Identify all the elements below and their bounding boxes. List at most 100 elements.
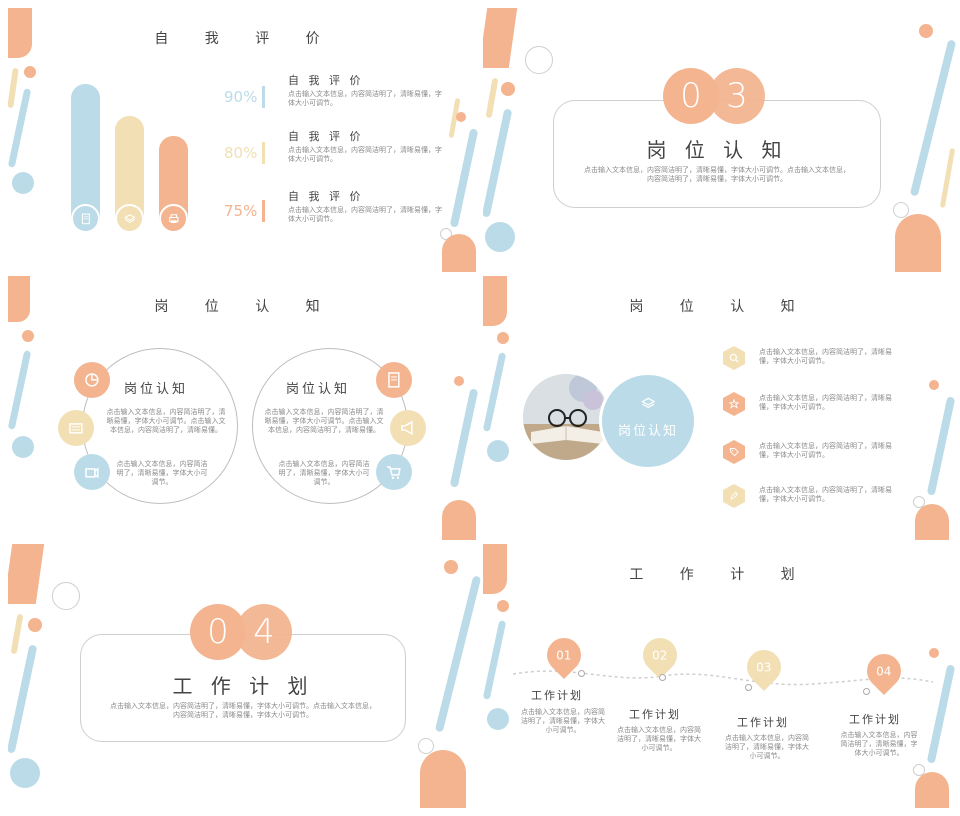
deco-ring-right	[893, 202, 909, 218]
row-text: 点击输入文本信息，内容简洁明了，清晰易懂，字体大小可调节。	[288, 146, 442, 163]
layers-icon	[115, 204, 144, 233]
slide-title: 工 作 计 划	[629, 567, 811, 583]
deco-blue-bar	[483, 108, 513, 218]
deco-cream-bar-right	[939, 148, 956, 208]
star-icon	[723, 392, 745, 416]
deco-blue-dot	[12, 436, 34, 458]
step-3-node	[745, 684, 752, 691]
percent-label: 90%	[224, 88, 258, 106]
step-3-text: 点击输入文本信息，内容简洁明了，清晰易懂，字体大小可调节。	[725, 734, 809, 760]
pencil-icon	[723, 484, 745, 508]
row-text: 点击输入文本信息，内容简洁明了，清晰易懂，字体大小可调节。	[288, 90, 442, 107]
slide-work-plan-timeline[interactable]: 工 作 计 划 01 工作计划 点击输入文本信息，内容简洁明了，清晰易懂，字体大…	[483, 544, 957, 808]
deco-blue-dot	[485, 222, 515, 252]
left-text-2: 点击输入文本信息，内容简洁明了，清晰易懂，字体大小可调节。	[116, 460, 208, 486]
deco-peach-dot-right	[444, 560, 458, 574]
section-text: 点击输入文本信息，内容简洁明了，清晰易懂，字体大小可调节。点击输入文本信息，内容…	[584, 166, 850, 183]
deco-peach-dot-right	[919, 24, 933, 38]
circle-label: 岗位认知	[617, 424, 678, 439]
deco-cream-bar	[8, 67, 19, 109]
list-item-text: 点击输入文本信息，内容简洁明了，清晰易懂，字体大小可调节。	[759, 486, 892, 503]
deco-peach-arch	[915, 772, 949, 808]
step-2-heading: 工作计划	[629, 708, 681, 721]
deco-blue-bar-right	[434, 575, 482, 733]
deco-blue-dot	[487, 440, 509, 462]
deco-peach-arch	[442, 500, 476, 540]
right-text-1: 点击输入文本信息，内容简洁明了，清晰易懂，字体大小可调节。点击输入文本信息，内容…	[264, 408, 384, 434]
step-1-heading: 工作计划	[531, 689, 583, 702]
deco-peach-shape	[483, 276, 507, 326]
step-3-number: 03	[756, 660, 772, 674]
deco-peach-dot	[28, 618, 42, 632]
section-heading: 工 作 计 划	[172, 674, 314, 698]
deco-ring-right	[418, 738, 434, 754]
list-item-text: 点击输入文本信息，内容简洁明了，清晰易懂，字体大小可调节。	[759, 348, 892, 365]
eval-row-1: 90% 自 我 评 价 点击输入文本信息，内容简洁明了，清晰易懂，字体大小可调节…	[218, 70, 468, 116]
right-heading: 岗位认知	[286, 382, 351, 397]
step-2-text: 点击输入文本信息，内容简洁明了，清晰易懂，字体大小可调节。	[617, 726, 701, 752]
deco-peach-arch	[915, 504, 949, 540]
section-digit-2: 3	[709, 68, 765, 124]
step-4-number: 04	[876, 664, 892, 678]
layers-icon	[633, 388, 663, 418]
deco-cream-bar	[10, 613, 24, 655]
deco-peach-dot-right	[929, 380, 939, 390]
deco-peach-arch	[442, 234, 476, 272]
deco-peach-shape	[483, 544, 507, 594]
document-icon	[376, 362, 412, 398]
percent-divider	[262, 200, 265, 222]
deco-peach-dot	[497, 600, 509, 612]
step-2-number: 02	[652, 648, 668, 662]
deco-blue-bar-right	[449, 388, 479, 488]
search-icon	[723, 346, 745, 370]
list-item: 点击输入文本信息，内容简洁明了，清晰易懂，字体大小可调节。	[723, 482, 923, 512]
deco-peach-dot	[497, 332, 509, 344]
slide-title: 岗 位 认 知	[629, 299, 811, 315]
list-item: 点击输入文本信息，内容简洁明了，清晰易懂，字体大小可调节。	[723, 438, 923, 468]
photo-glasses-book	[523, 374, 609, 460]
step-3-heading: 工作计划	[737, 716, 789, 729]
deco-ring-right	[913, 764, 925, 776]
document-icon	[71, 204, 100, 233]
section-text: 点击输入文本信息，内容简洁明了，清晰易懂，字体大小可调节。点击输入文本信息，内容…	[110, 702, 376, 719]
left-text-1: 点击输入文本信息，内容简洁明了，清晰易懂，字体大小可调节。点击输入文本信息，内容…	[106, 408, 226, 434]
step-4-text: 点击输入文本信息，内容简洁明了，清晰易懂，字体大小可调节。	[840, 731, 918, 757]
slide-section-03[interactable]: 0 3 岗 位 认 知 点击输入文本信息，内容简洁明了，清晰易懂，字体大小可调节…	[483, 8, 957, 272]
deco-ring	[525, 46, 553, 74]
camera-icon	[74, 454, 110, 490]
money-icon	[58, 410, 94, 446]
deco-blue-bar	[483, 352, 507, 432]
step-1-node	[578, 670, 585, 677]
slide-job-awareness-circles[interactable]: 岗 位 认 知 岗位认知 点击输入文本信息，内容简洁明了，清晰易懂，字体大小可调…	[8, 276, 482, 540]
percent-label: 80%	[224, 144, 258, 162]
deco-ring	[52, 582, 80, 610]
cart-icon	[376, 454, 412, 490]
percent-divider	[262, 142, 265, 164]
deco-peach-arch	[420, 750, 466, 808]
deco-blue-dot	[10, 758, 40, 788]
pie-chart-icon	[74, 362, 110, 398]
deco-peach-dot-right	[929, 648, 939, 658]
deco-peach-dot-right	[454, 376, 464, 386]
step-4-node	[863, 688, 870, 695]
row-heading: 自 我 评 价	[288, 130, 364, 143]
tag-icon	[723, 440, 745, 464]
deco-peach-shape	[8, 276, 30, 322]
row-heading: 自 我 评 价	[288, 190, 364, 203]
megaphone-icon	[390, 410, 426, 446]
right-text-2: 点击输入文本信息，内容简洁明了，清晰易懂，字体大小可调节。	[278, 460, 370, 486]
deco-peach-shape	[8, 544, 45, 604]
slide-self-evaluation[interactable]: 自 我 评 价 90% 自 我 评 价 点击输入文本信息，内容简洁明了，清晰易懂…	[8, 8, 482, 272]
slide-title: 自 我 评 价	[154, 31, 336, 47]
deco-blue-bar	[483, 620, 507, 700]
deco-peach-dot	[24, 66, 36, 78]
row-text: 点击输入文本信息，内容简洁明了，清晰易懂，字体大小可调节。	[288, 206, 442, 223]
deco-peach-shape	[8, 8, 32, 58]
percent-divider	[262, 86, 265, 108]
slide-section-04[interactable]: 0 4 工 作 计 划 点击输入文本信息，内容简洁明了，清晰易懂，字体大小可调节…	[8, 544, 482, 808]
deco-blue-dot	[487, 708, 509, 730]
deco-peach-dot	[501, 82, 515, 96]
list-item-text: 点击输入文本信息，内容简洁明了，清晰易懂，字体大小可调节。	[759, 442, 892, 459]
slide-job-awareness-list[interactable]: 岗 位 认 知 岗位认知 点击输入文本信息，内	[483, 276, 957, 540]
